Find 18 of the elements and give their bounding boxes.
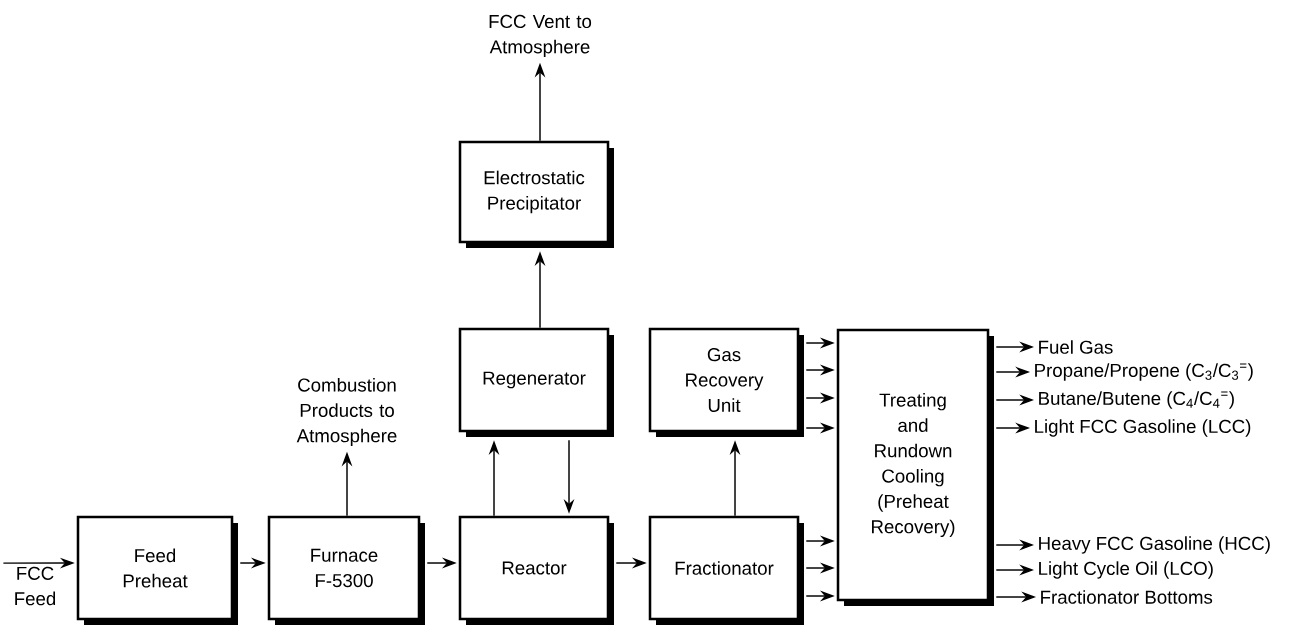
process-box: Feed Preheat: [76, 515, 238, 625]
stream-label: Combustion Products to Atmosphere: [296, 377, 397, 447]
stream-label: FCC Vent to Atmosphere: [489, 14, 592, 58]
process-box: Furnace F-5300: [267, 515, 425, 625]
process-box: Regenerator: [458, 327, 614, 437]
process-box: Electrostatic Precipitator: [458, 140, 614, 248]
product-label: Light Cycle Oil (LCO): [1039, 561, 1213, 579]
process-box: Fractionator: [648, 515, 804, 625]
process-box: Gas Recovery Unit: [648, 327, 804, 437]
product-label: Heavy FCC Gasoline (HCC): [1039, 536, 1270, 554]
stream-label: FCC Feed: [15, 566, 56, 606]
process-box: Treating and Rundown Cooling (Preheat Recovery): [836, 328, 994, 606]
product-label: Propane/Propene (C$_{3}$/C$_{3}$$^{=}$): [1035, 363, 1253, 381]
product-label: Butane/Butene (C$_{4}$/C$_{4}$$^{=}$): [1039, 391, 1234, 409]
product-label: Fractionator Bottoms: [1041, 590, 1213, 604]
product-label: Light FCC Gasoline (LCC): [1035, 419, 1251, 437]
process-box: Reactor: [458, 515, 614, 625]
product-label: Fuel Gas: [1039, 340, 1113, 354]
